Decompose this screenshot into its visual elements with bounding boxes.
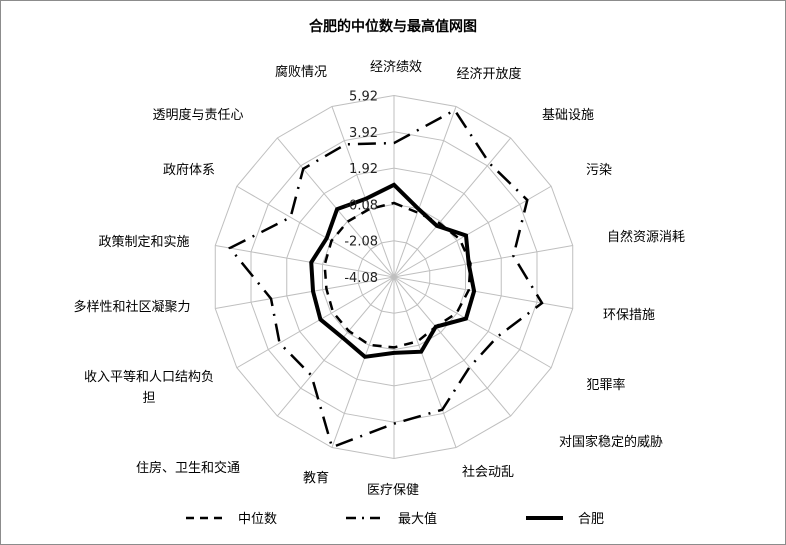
category-label: 住房、卫生和交通	[136, 460, 240, 476]
category-label: 经济开放度	[456, 66, 521, 82]
tick-label: -4.08	[344, 271, 378, 286]
grid-spoke	[236, 185, 395, 278]
tick-label: 1.92	[349, 162, 378, 177]
category-label: 经济绩效	[370, 60, 422, 75]
grid-spoke	[331, 106, 395, 278]
grid-spoke	[393, 244, 573, 278]
category-label: 医疗保健	[367, 483, 419, 498]
category-label: 教育	[303, 470, 329, 486]
category-label: 对国家稳定的威胁	[559, 434, 663, 450]
grid-spoke	[393, 276, 457, 448]
category-label: 透明度与责任心	[152, 107, 243, 123]
category-label: 社会动乱	[462, 464, 514, 480]
category-label: 腐败情况	[275, 65, 327, 80]
grid-spoke	[215, 276, 395, 310]
category-label: 多样性和社区凝聚力	[73, 299, 190, 315]
grid	[214, 94, 574, 460]
legend-label: 合肥	[578, 512, 604, 527]
category-label: 自然资源消耗	[607, 229, 685, 245]
category-label: 政策制定和实施	[98, 234, 189, 250]
category-label: 污染	[586, 163, 612, 178]
grid-spoke	[331, 276, 395, 448]
category-label: 基础设施	[542, 108, 594, 123]
category-label: 收入平等和人口结构负	[84, 369, 214, 385]
tick-label: -2.08	[344, 235, 378, 250]
legend-label: 最大值	[398, 511, 437, 527]
tick-label: -0.08	[344, 198, 378, 213]
grid-spoke	[276, 276, 395, 417]
tick-label: 3.92	[349, 126, 378, 141]
grid-spoke	[393, 276, 512, 417]
legend: 中位数 最大值 合肥	[186, 511, 604, 527]
grid-spoke	[276, 137, 395, 278]
grid-spoke	[393, 106, 457, 278]
grid-spoke	[393, 185, 552, 278]
series-line-0	[323, 201, 472, 349]
chart-title: 合肥的中位数与最高值网图	[309, 18, 477, 35]
series-group	[227, 108, 544, 449]
series-line-1	[227, 108, 544, 449]
grid-spoke	[393, 276, 552, 369]
category-label: 政府体系	[163, 163, 215, 178]
category-labels: 经济绩效 经济开放度基础设施污染自然资源消耗环保措施犯罪率对国家稳定的威胁社会动乱…	[73, 60, 685, 498]
category-label: 担	[142, 391, 155, 406]
legend-label: 中位数	[238, 512, 277, 527]
category-label: 犯罪率	[586, 377, 625, 393]
series-line-2	[309, 182, 477, 359]
grid-spoke	[215, 244, 395, 278]
grid-spoke	[393, 137, 512, 278]
tick-labels: -4.08 -2.08 -0.08 1.92 3.92 5.92	[344, 90, 378, 287]
tick-label: 5.92	[349, 90, 378, 105]
grid-spoke	[236, 276, 395, 369]
category-label: 环保措施	[603, 308, 655, 323]
